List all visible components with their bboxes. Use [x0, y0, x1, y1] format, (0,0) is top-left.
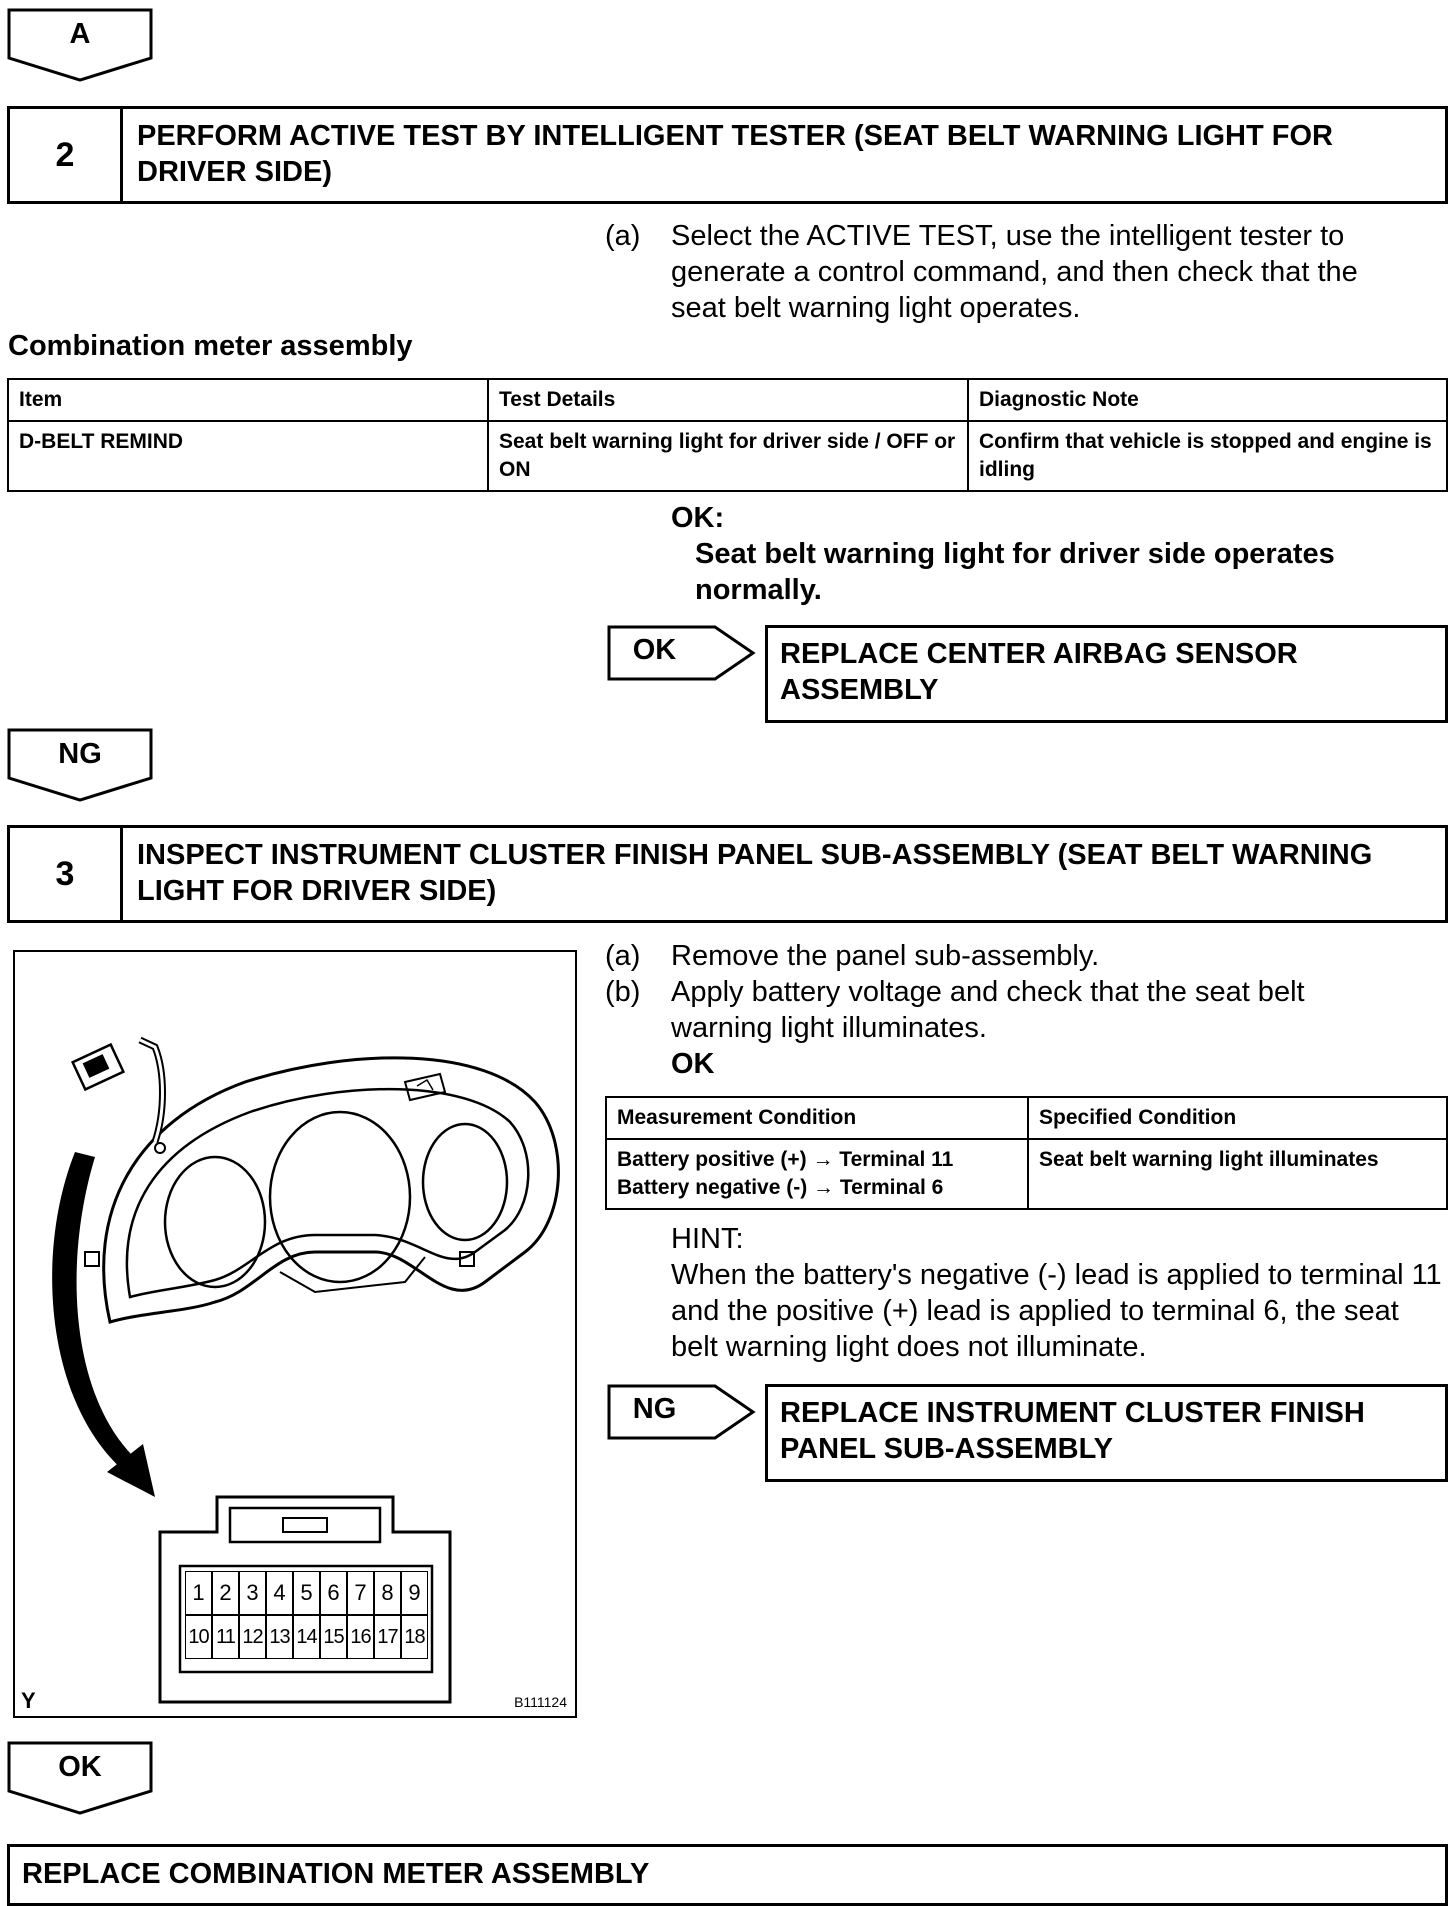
- connector-row-1: 1 2 3 4 5 6 7 8 9: [185, 1571, 429, 1615]
- arrow-right-icon: [607, 625, 756, 681]
- connector-pin: 17: [374, 1615, 401, 1659]
- table-cell-diagnostic-note: Confirm that vehicle is stopped and engi…: [967, 420, 1448, 492]
- connector-pin: 2: [212, 1571, 239, 1615]
- active-test-table: Item Test Details Diagnostic Note D-BELT…: [7, 378, 1448, 492]
- ok-criterion-text: Seat belt warning light for driver side …: [695, 538, 1335, 606]
- connector-pin: 12: [239, 1615, 266, 1659]
- table-cell-test-details: Seat belt warning light for driver side …: [487, 420, 969, 492]
- ok-result-arrow: OK: [607, 625, 757, 681]
- pentagon-marker-shape: [7, 8, 153, 82]
- ng-result-tag: NG: [632, 1393, 677, 1425]
- ng-result-arrow: NG: [607, 1384, 757, 1440]
- table-cell-measurement-condition: Battery positive (+) → Terminal 11 Batte…: [605, 1138, 1029, 1210]
- hint-label: HINT:: [671, 1223, 744, 1255]
- marker-ok-label: OK: [58, 1751, 102, 1783]
- table-row: D-BELT REMIND Seat belt warning light fo…: [7, 420, 1448, 492]
- connector-pin: 7: [347, 1571, 374, 1615]
- step-2-number: 2: [10, 109, 123, 201]
- table-row: Battery positive (+) → Terminal 11 Batte…: [605, 1138, 1448, 1210]
- connector-pin: 18: [401, 1615, 428, 1659]
- step-3-title: INSPECT INSTRUMENT CLUSTER FINISH PANEL …: [137, 839, 1373, 907]
- table-header-diagnostic-note: Diagnostic Note: [967, 378, 1448, 422]
- step-2-header: 2 PERFORM ACTIVE TEST BY INTELLIGENT TES…: [7, 106, 1448, 204]
- connector-pin: 1: [185, 1571, 212, 1615]
- pentagon-marker-shape: [7, 728, 153, 802]
- table-caption: Combination meter assembly: [8, 330, 413, 362]
- table-header-measurement-condition: Measurement Condition: [605, 1096, 1029, 1140]
- connector-pin: 3: [239, 1571, 266, 1615]
- connector-pin: 16: [347, 1615, 374, 1659]
- step-2-title: PERFORM ACTIVE TEST BY INTELLIGENT TESTE…: [137, 120, 1333, 188]
- table-header-test-details: Test Details: [487, 378, 969, 422]
- table-header-item: Item: [7, 378, 489, 422]
- marker-a: A: [7, 8, 153, 82]
- table-cell-item: D-BELT REMIND: [7, 420, 489, 492]
- condition-line-2: Battery negative (-) → Terminal 6: [617, 1176, 944, 1199]
- table-header-row: Measurement Condition Specified Conditio…: [605, 1096, 1448, 1140]
- step-2-instruction-a-label: (a): [605, 220, 641, 252]
- marker-ng: NG: [7, 728, 153, 802]
- connector-pin: 15: [320, 1615, 347, 1659]
- connector-pin: 4: [266, 1571, 293, 1615]
- replace-center-airbag-box: REPLACE CENTER AIRBAG SENSOR ASSEMBLY: [765, 625, 1448, 723]
- marker-ng-label: NG: [58, 738, 102, 770]
- measurement-table: Measurement Condition Specified Conditio…: [605, 1096, 1448, 1210]
- replace-combination-meter-box: REPLACE COMBINATION METER ASSEMBLY: [7, 1844, 1448, 1906]
- marker-a-label: A: [69, 18, 91, 50]
- ok-heading: OK:: [671, 502, 725, 534]
- marker-ok: OK: [7, 1741, 153, 1815]
- step-3-header: 3 INSPECT INSTRUMENT CLUSTER FINISH PANE…: [7, 825, 1448, 923]
- connector-pin: 5: [293, 1571, 320, 1615]
- instrument-cluster-figure: 1 2 3 4 5 6 7 8 9 10 11 12 13 14 15 16 1…: [13, 950, 577, 1718]
- pentagon-marker-shape: [7, 1741, 153, 1815]
- instrument-cluster-illustration: [52, 1036, 560, 1704]
- step-3-ok-label: OK: [671, 1048, 715, 1080]
- table-header-row: Item Test Details Diagnostic Note: [7, 378, 1448, 422]
- ok-result-tag: OK: [632, 634, 677, 666]
- hint-text: When the battery's negative (-) lead is …: [671, 1259, 1442, 1363]
- step-2-instruction-a-text: Select the ACTIVE TEST, use the intellig…: [671, 220, 1358, 324]
- condition-line-1: Battery positive (+) → Terminal 11: [617, 1148, 954, 1171]
- figure-corner-letter: Y: [21, 1688, 36, 1713]
- step-3-instruction-a-text: Remove the panel sub-assembly.: [671, 940, 1100, 972]
- arrow-right-icon: [607, 1384, 756, 1440]
- connector-pin: 13: [266, 1615, 293, 1659]
- step-3-instruction-b-text: Apply battery voltage and check that the…: [671, 976, 1305, 1044]
- step-3-instruction-b-label: (b): [605, 976, 641, 1008]
- connector-pin: 9: [401, 1571, 428, 1615]
- step-3-number: 3: [10, 828, 123, 920]
- connector-pin: 8: [374, 1571, 401, 1615]
- connector-pin: 14: [293, 1615, 320, 1659]
- figure-code: B111124: [514, 1694, 567, 1710]
- connector-pin: 6: [320, 1571, 347, 1615]
- replace-finish-panel-box: REPLACE INSTRUMENT CLUSTER FINISH PANEL …: [765, 1384, 1448, 1482]
- step-3-instruction-a-label: (a): [605, 940, 641, 972]
- table-header-specified-condition: Specified Condition: [1027, 1096, 1448, 1140]
- connector-row-2: 10 11 12 13 14 15 16 17 18: [185, 1615, 429, 1659]
- connector-pin-grid: 1 2 3 4 5 6 7 8 9 10 11 12 13 14 15 16 1…: [185, 1571, 429, 1659]
- table-cell-specified-condition: Seat belt warning light illuminates: [1027, 1138, 1448, 1210]
- connector-pin: 10: [185, 1615, 212, 1659]
- connector-pin: 11: [212, 1615, 239, 1659]
